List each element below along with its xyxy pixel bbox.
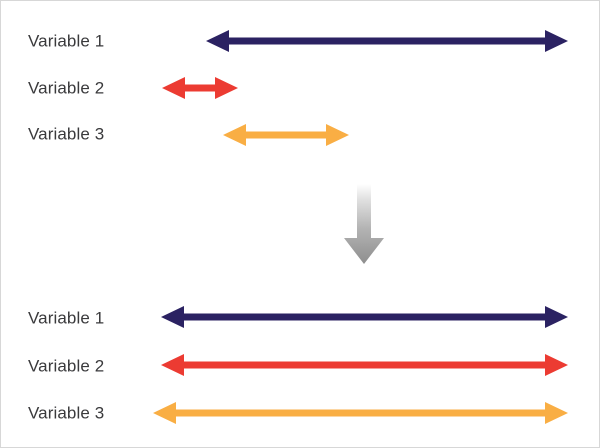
range-arrow-variable-1-after <box>161 306 568 328</box>
range-arrow-variable-3-after-shape <box>153 402 568 424</box>
range-arrow-variable-3-before <box>223 124 349 146</box>
variable-label-3: Variable 3 <box>28 403 105 423</box>
range-arrow-variable-2-after-shape <box>161 354 568 376</box>
range-arrow-variable-1-before <box>206 30 568 52</box>
variable-label-1: Variable 1 <box>28 308 105 328</box>
variable-label-2: Variable 2 <box>28 78 105 98</box>
range-arrow-variable-1-after-shape <box>161 306 568 328</box>
transform-down-arrow <box>344 184 384 264</box>
range-arrow-variable-2-after <box>161 354 568 376</box>
range-arrow-variable-3-before-shape <box>223 124 349 146</box>
variable-label-1: Variable 1 <box>28 31 105 51</box>
variable-label-3: Variable 3 <box>28 124 105 144</box>
range-arrow-variable-2-before-shape <box>162 77 238 99</box>
variable-label-2: Variable 2 <box>28 356 105 376</box>
range-arrow-variable-1-before-shape <box>206 30 568 52</box>
transform-down-arrow-shape <box>344 184 384 264</box>
range-arrow-variable-3-after <box>153 402 568 424</box>
range-arrow-variable-2-before <box>162 77 238 99</box>
